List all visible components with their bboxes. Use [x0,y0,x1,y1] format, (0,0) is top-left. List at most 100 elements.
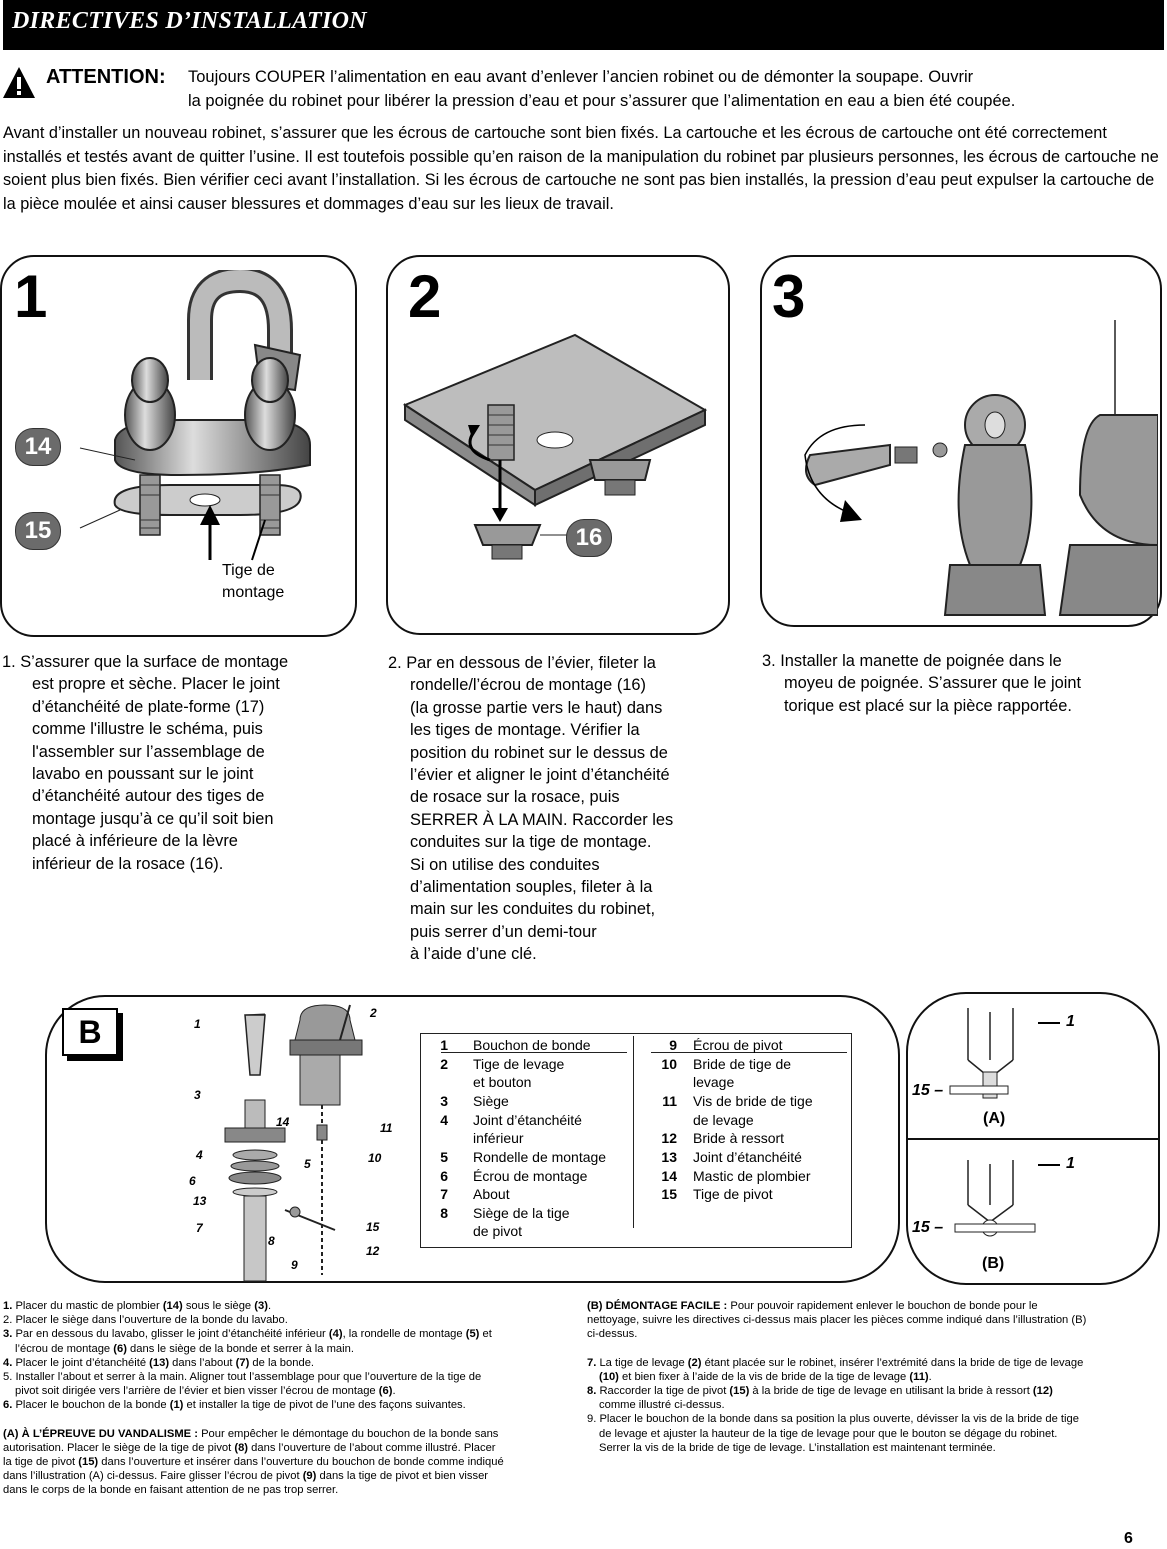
instructions-left: 1. Placer du mastic de plombier (14) sou… [3,1299,575,1498]
callout-14: 14 [15,428,61,466]
step-text-line: de rosace sur la rosace, puis [410,788,620,807]
step-3-number: 3 [772,263,806,330]
intro-paragraph: Avant d’installer un nouveau robinet, s’… [3,124,1159,213]
instruction-line: Serrer la vis de la bride de tige de lev… [599,1441,996,1454]
figure-label: Tige de [222,562,275,579]
step-text-line: 1. S’assurer que la surface de montage [2,653,289,671]
instruction-line: la tige de pivot (15) dans l’ouverture e… [3,1456,504,1469]
instruction-line: autorisation. Placer le siège de la tige… [3,1441,496,1454]
instruction-line: 9. Placer le bouchon de la bonde dans sa… [587,1413,1079,1426]
step-text-line: d’étanchéité de plate-forme (17) [32,697,265,716]
table-row: de levage [693,1112,754,1128]
instruction-line: ci-dessus. [587,1328,638,1341]
table-row: et bouton [473,1074,532,1090]
part-number-label: 10 [368,1151,382,1165]
part-number-label: 1 [194,1017,201,1031]
drain-exploded-illustration [224,1004,363,1282]
step-text-line: position du robinet sur le dessus de [410,743,668,762]
step-text-line: d’étanchéité autour des tiges de [32,787,265,806]
step-text-line: montage jusqu’à ce qu’il soit bien [32,809,274,828]
table-row: levage [693,1074,735,1090]
instruction-line: 2. Placer le siège dans l’ouverture de l… [3,1314,288,1327]
table-rule [441,1052,627,1053]
instruction-line: 4. Placer le joint d’étanchéité (13) dan… [3,1356,315,1369]
step-text-line: torique est placé sur la pièce rapportée… [784,696,1072,715]
table-row: inférieur [473,1130,524,1146]
step-text-line: 3. Installer la manette de poignée dans … [762,652,1062,670]
diagram-b-label: B [62,1008,118,1056]
option-a-label: (A) [983,1110,1006,1127]
header-bar [3,0,1164,50]
option-b-label: (B) [982,1255,1005,1272]
instruction-line: nettoyage, suivre les directives ci-dess… [587,1314,1087,1327]
part-number-label: 15 – [912,1082,944,1099]
part-number-label: 2 [370,1006,377,1020]
instruction-line: 1. Placer du mastic de plombier (14) sou… [3,1300,272,1312]
step-text-line: puis serrer d’un demi-tour [410,922,597,941]
part-number-label: 1 [1066,1155,1075,1172]
step-text-line: l’évier et aligner le joint d’étanchéité [410,766,670,785]
step-text-line: comme l'illustre le schéma, puis [32,720,263,739]
instruction-line: comme illustré ci-dessus. [599,1399,725,1412]
instruction-line: 7. La tige de levage (2) étant placée su… [587,1356,1084,1369]
instruction-line: l’écrou de montage (6) dans le siège de … [15,1342,354,1355]
callout-16: 16 [566,519,612,557]
part-number-label: 5 [304,1157,311,1171]
attention-label: ATTENTION: [46,66,166,88]
part-number-label: 1 [1066,1013,1075,1030]
step-text-line: inférieur de la rosace (16). [32,854,224,873]
page-title: DIRECTIVES D’INSTALLATION [12,8,367,34]
step-text-line: SERRER À LA MAIN. Raccorder les [410,810,674,829]
step-text-line: rondelle/l’écrou de montage (16) [410,676,646,695]
callout-15: 15 [15,512,61,550]
step-text-line: 2. Par en dessous de l’évier, fileter la [388,654,656,672]
step-1-number: 1 [14,263,48,330]
step-text-line: d’alimentation souples, fileter à la [410,878,653,897]
leader-line [1038,1164,1060,1166]
attention-text-line: Toujours COUPER l’alimentation en eau av… [188,68,974,86]
step-2-text: 2. Par en dessous de l’évier, fileter la… [388,652,733,966]
pivot-options-illustration [949,1008,1036,1237]
step-text-line: moyeu de poignée. S’assurer que le joint [784,674,1082,693]
drain-assembly-panel [45,995,900,1283]
part-number-label: 12 [366,1244,380,1258]
table-row: de pivot [473,1223,523,1239]
step-text-line: conduites sur la tige de montage. [410,833,652,852]
handle-install-illustration [804,320,1158,616]
instruction-line: (A) À L’ÉPREUVE DU VANDALISME : Pour emp… [3,1427,499,1440]
instruction-line: 3. Par en dessous du lavabo, glisser le … [3,1328,492,1341]
instruction-line: (10) et bien fixer à l’aide de la vis de… [599,1370,932,1383]
step-text-line: lavabo en poussant sur le joint [32,765,254,784]
step-text-line: les tiges de montage. Vérifier la [410,721,640,740]
part-number-label: 13 [193,1194,207,1208]
part-number-label: 11 [380,1121,393,1135]
step-2-number: 2 [408,263,442,330]
part-number-label: 9 [291,1258,298,1272]
step-text-line: (la grosse partie vers le haut) dans [410,698,663,717]
table-divider [633,1036,634,1228]
warning-icon [3,67,35,98]
part-number-label: 14 [276,1115,290,1129]
step-text-line: à l’aide d’une clé. [410,945,537,964]
instruction-line: (B) DÉMONTAGE FACILE : Pour pouvoir rapi… [587,1300,1038,1312]
step-text-line: main sur les conduites du robinet, [410,900,656,919]
instruction-line: dans le corps de la bonde en faisant att… [3,1484,339,1497]
instruction-line: pivot soit dirigée vers l’arrière de l’é… [15,1385,396,1398]
part-number-label: 8 [268,1234,275,1248]
instruction-line: de levage et ajuster la hauteur de la ti… [599,1427,1058,1440]
step-text-line: est propre et sèche. Placer le joint [32,675,280,694]
